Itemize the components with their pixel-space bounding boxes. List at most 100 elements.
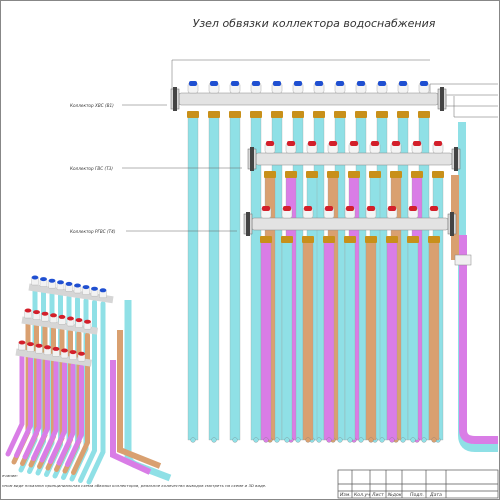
- brass-nut: [260, 236, 272, 243]
- label-text-recirc: Коллектор РГВС (Т4): [70, 229, 116, 234]
- valve-cap: [294, 81, 302, 86]
- collector-recirc: [243, 206, 457, 443]
- isometric-view: [5, 275, 172, 485]
- valve-cap: [336, 81, 344, 86]
- iso-pipe: [56, 363, 76, 466]
- valve-cap: [287, 141, 295, 146]
- stamp-list: Лист: [371, 492, 384, 498]
- iso-pipe: [22, 356, 42, 460]
- stamp-podp: Подп.: [410, 492, 424, 498]
- valve-cap: [371, 141, 379, 146]
- outlet-pipe: [187, 111, 199, 441]
- valve-cap: [346, 206, 354, 211]
- valve-cap: [266, 141, 274, 146]
- end-fitting-ring: [450, 212, 454, 236]
- iso-riser-cold: [124, 300, 172, 482]
- stamp-koluch: Кол.уч: [354, 492, 370, 498]
- iso-cap: [44, 345, 51, 350]
- stamp-ndok: №док: [387, 492, 402, 498]
- brass-nut: [327, 171, 339, 178]
- pipe-end: [431, 437, 437, 443]
- valve-cap: [413, 141, 421, 146]
- iso-pipe: [39, 359, 59, 463]
- pipe-end: [326, 437, 332, 443]
- valve-cap: [388, 206, 396, 211]
- valve-cap: [283, 206, 291, 211]
- valve-cap: [252, 81, 260, 86]
- iso-cap: [69, 350, 77, 355]
- iso-cap: [35, 343, 43, 348]
- outlet-pipe: [407, 236, 419, 441]
- end-fitting-ring: [173, 87, 177, 111]
- pipe-end: [358, 437, 364, 443]
- end-fitting-ring: [246, 212, 250, 236]
- brass-nut: [418, 111, 430, 118]
- brass-nut: [369, 171, 381, 178]
- valve-cap: [325, 206, 333, 211]
- pipe-end: [316, 437, 322, 443]
- pipe-end: [400, 437, 406, 443]
- brass-nut: [292, 111, 304, 118]
- brass-nut: [355, 111, 367, 118]
- end-fitting-ring: [250, 147, 254, 171]
- end-fitting-ring: [454, 147, 458, 171]
- valve-cap: [329, 141, 337, 146]
- brass-nut: [250, 111, 262, 118]
- iso-pipe: [31, 358, 50, 461]
- outlet-pipe: [365, 236, 377, 441]
- title-block: Изм. Кол.уч Лист №док Подп. Дата: [337, 469, 499, 499]
- brass-nut: [386, 236, 398, 243]
- iso-cap: [41, 311, 49, 316]
- brass-nut: [306, 171, 318, 178]
- note-heading: ечание:: [2, 473, 18, 478]
- brass-nut: [376, 111, 388, 118]
- pipe-end: [211, 437, 217, 443]
- pipe-end: [295, 437, 301, 443]
- collector-body: [255, 152, 453, 166]
- iso-cap: [31, 275, 39, 280]
- brass-nut: [187, 111, 199, 118]
- brass-nut: [264, 171, 276, 178]
- pipe-end: [305, 437, 311, 443]
- note-body: нном виде показана принципиальная схема …: [2, 483, 266, 488]
- iso-cap: [75, 318, 83, 323]
- brass-nut: [229, 111, 241, 118]
- iso-body: [28, 283, 114, 304]
- iso-riser-hot: [117, 330, 162, 469]
- riser-recirc: [459, 235, 498, 444]
- iso-cap: [78, 351, 85, 356]
- iso-cap: [91, 286, 98, 291]
- iso-pipe: [78, 299, 97, 483]
- pipe-end: [253, 437, 259, 443]
- collector-body: [178, 92, 439, 106]
- brass-nut: [407, 236, 419, 243]
- label-text-cold: Коллектор ХВС (В1): [70, 103, 114, 108]
- valve-cap: [378, 81, 386, 86]
- iso-cap: [52, 346, 60, 351]
- brass-nut: [411, 171, 423, 178]
- outlet-pipe: [260, 236, 272, 441]
- brass-nut: [313, 111, 325, 118]
- brass-nut: [365, 236, 377, 243]
- iso-cap: [33, 310, 40, 315]
- iso-cap: [99, 288, 107, 293]
- valve-cap: [315, 81, 323, 86]
- pipe-end: [389, 437, 395, 443]
- brass-nut: [428, 236, 440, 243]
- pipe-end: [410, 437, 416, 443]
- brass-nut: [432, 171, 444, 178]
- pipe-end: [263, 437, 269, 443]
- outlet-pipe: [386, 236, 398, 441]
- collector-cold: [170, 81, 447, 443]
- iso-cap: [61, 348, 68, 353]
- brass-nut: [348, 171, 360, 178]
- valve-cap: [210, 81, 218, 86]
- outlet-pipe: [229, 111, 241, 441]
- iso-cap: [24, 308, 32, 313]
- pipe-end: [337, 437, 343, 443]
- outlet-pipe: [281, 236, 293, 441]
- valve-cap: [189, 81, 197, 86]
- iso-cap: [48, 278, 56, 283]
- valve-cap: [420, 81, 428, 86]
- iso-pipe: [5, 353, 25, 457]
